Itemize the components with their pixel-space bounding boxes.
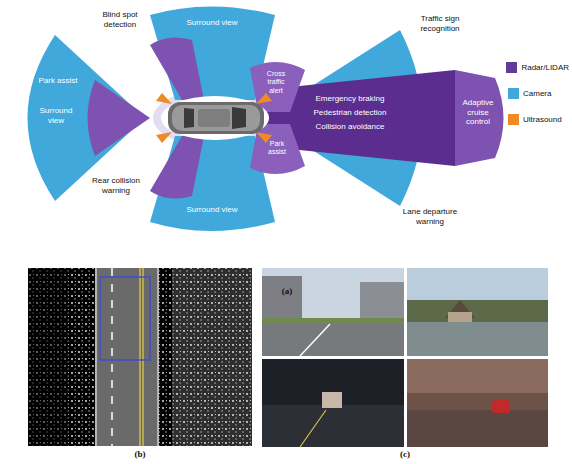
- feature-label: Surround view: [176, 205, 248, 215]
- car-roof: [172, 105, 260, 131]
- scene-sky: [407, 268, 548, 356]
- feature-label: Cross traffic alert: [260, 70, 292, 95]
- road-surface: [95, 268, 159, 446]
- scene-road: [407, 410, 548, 447]
- feature-label: Park assist: [260, 140, 294, 157]
- scene-trees: [407, 300, 548, 322]
- scene-wet-road: [407, 322, 548, 356]
- scene-vehicle: [322, 392, 342, 408]
- scene-sky: [407, 359, 548, 393]
- ultrasound-zone: [256, 93, 272, 104]
- legend-row: Ultrasound: [508, 114, 562, 125]
- scene-night: [262, 359, 404, 447]
- panel-caption: (b): [125, 449, 155, 460]
- car-windshield: [232, 107, 246, 129]
- center-line: [139, 268, 140, 446]
- legend-row: Camera: [508, 88, 551, 99]
- legend-text: Radar/LIDAR: [521, 63, 569, 72]
- ultrasound-zone: [156, 93, 172, 104]
- legend-text: Camera: [523, 89, 551, 98]
- scene-road: [262, 322, 404, 356]
- scene-dusk: [407, 359, 548, 447]
- lane-marking: [111, 268, 113, 446]
- scene-house: [448, 312, 472, 322]
- feature-label: Rear collision warning: [88, 176, 144, 195]
- vegetation-area: [172, 268, 252, 446]
- car-rear-window: [184, 108, 194, 128]
- legend-text: Ultrasound: [523, 115, 562, 124]
- feature-label: Lane departure warning: [394, 207, 466, 226]
- legend-swatch: [506, 62, 517, 73]
- panel-caption: (a): [272, 286, 302, 297]
- scene-grass: [262, 318, 404, 324]
- feature-label: Surround view: [176, 18, 248, 28]
- legend-swatch: [508, 88, 519, 99]
- ultrasound-zone: [156, 132, 172, 143]
- car-roof-panel: [198, 109, 230, 127]
- lidar-map: [28, 268, 252, 446]
- scene-road: [262, 405, 404, 447]
- lane-marking: [300, 410, 326, 447]
- radar-zone: [150, 37, 204, 100]
- radar-zone: [455, 70, 504, 166]
- scene-sky: [262, 268, 404, 356]
- car-body: [168, 102, 264, 134]
- lidar-dark-area: [28, 268, 68, 446]
- center-line: [142, 268, 143, 446]
- road-edge: [158, 268, 159, 446]
- feature-label: Collision avoidance: [300, 122, 400, 132]
- feature-label: Surround view: [36, 106, 76, 125]
- sensor-halo: [161, 96, 269, 140]
- panel-caption: (c): [390, 449, 420, 460]
- lane-marking: [300, 324, 330, 356]
- feature-label: Park assist: [36, 76, 80, 86]
- radar-zone: [150, 136, 204, 199]
- feature-label: Emergency braking: [300, 94, 400, 104]
- radar-zone: [88, 80, 151, 156]
- legend-swatch: [508, 114, 519, 125]
- ultrasound-zone: [256, 132, 272, 143]
- feature-label: Pedestrian detection: [300, 108, 400, 118]
- road-edge: [96, 268, 97, 446]
- legend-row: Radar/LIDAR: [506, 62, 569, 73]
- region-box: [100, 277, 150, 360]
- feature-label: Blind spot detection: [94, 10, 146, 29]
- scene-red-car: [492, 400, 510, 413]
- feature-label: Adaptive cruise control: [456, 98, 500, 127]
- feature-label: Traffic sign recognition: [404, 14, 476, 33]
